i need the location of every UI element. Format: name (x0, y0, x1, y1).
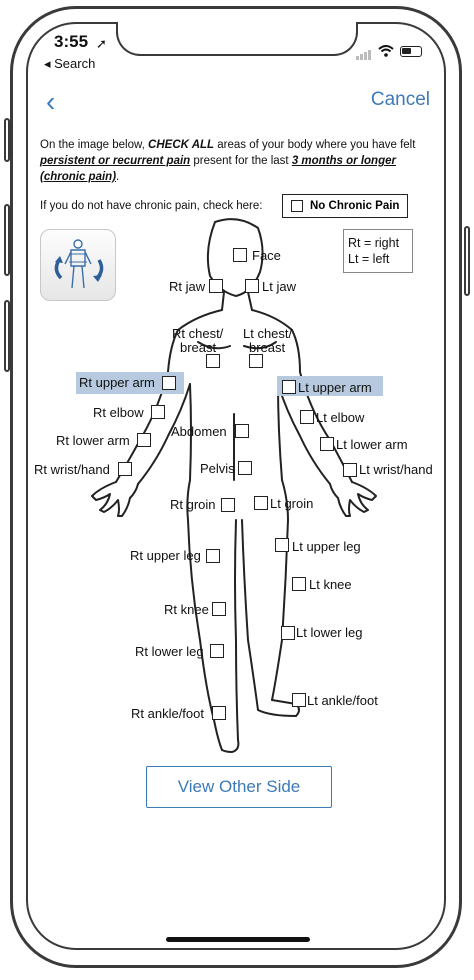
phone-power-button (464, 226, 470, 296)
no-chronic-pain-button[interactable]: No Chronic Pain (282, 194, 408, 218)
label-lt-upper-arm: Lt upper arm (298, 380, 372, 395)
checkbox-rt-jaw[interactable] (209, 279, 223, 293)
label-rt-wrist-hand: Rt wrist/hand (34, 462, 110, 477)
checkbox-lt-knee[interactable] (292, 577, 306, 591)
label-lt-groin: Lt groin (270, 496, 314, 511)
checkbox-abdomen[interactable] (235, 424, 249, 438)
label-rt-knee: Rt knee (164, 602, 209, 617)
rotate-figure-icon (54, 239, 104, 289)
phone-volume-up (4, 204, 10, 276)
checkbox-lt-chest-breast[interactable] (249, 354, 263, 368)
label-rt-chest-line1: Rt chest/ (172, 326, 224, 341)
label-lt-ankle-foot: Lt ankle/foot (307, 693, 378, 708)
label-lt-jaw: Lt jaw (262, 279, 296, 294)
status-icons (356, 42, 422, 60)
phone-volume-down (4, 300, 10, 372)
label-lt-chest-line1: Lt chest/ (243, 326, 293, 341)
home-indicator (166, 937, 310, 942)
phone-silent-switch (4, 118, 10, 162)
no-chronic-prompt: If you do not have chronic pain, check h… (40, 200, 263, 212)
label-rt-upper-leg: Rt upper leg (130, 548, 201, 563)
no-chronic-checkbox[interactable] (291, 200, 303, 212)
checkbox-lt-groin[interactable] (254, 496, 268, 510)
label-rt-ankle-foot: Rt ankle/foot (131, 706, 204, 721)
label-lt-lower-leg: Lt lower leg (296, 625, 363, 640)
checkbox-rt-groin[interactable] (221, 498, 235, 512)
label-rt-upper-arm: Rt upper arm (79, 375, 155, 390)
legend-rt: Rt = right (348, 236, 400, 250)
label-lt-lower-arm: Lt lower arm (336, 437, 408, 452)
legend-lt: Lt = left (348, 252, 390, 266)
label-rt-lower-leg: Rt lower leg (135, 644, 204, 659)
label-rt-jaw: Rt jaw (169, 279, 206, 294)
instructions-pain-phrase: persistent or recurrent pain (40, 155, 191, 167)
checkbox-rt-lower-arm[interactable] (137, 433, 151, 447)
battery-icon (400, 45, 422, 57)
checkbox-face[interactable] (233, 248, 247, 262)
legend-box: Rt = right Lt = left (343, 229, 413, 273)
checkbox-lt-lower-arm[interactable] (320, 437, 334, 451)
label-rt-lower-arm: Rt lower arm (56, 433, 130, 448)
checkbox-lt-jaw[interactable] (245, 279, 259, 293)
checkbox-rt-knee[interactable] (212, 602, 226, 616)
checkbox-lt-upper-leg[interactable] (275, 538, 289, 552)
view-other-side-button[interactable]: View Other Side (146, 766, 332, 808)
checkbox-rt-upper-leg[interactable] (206, 549, 220, 563)
no-chronic-label: No Chronic Pain (310, 200, 400, 212)
rotate-view-button[interactable] (40, 229, 116, 301)
label-face: Face (252, 248, 281, 263)
checkbox-lt-upper-arm[interactable] (282, 380, 296, 394)
label-rt-chest-line2: breast (180, 340, 217, 355)
back-chevron-icon[interactable]: ‹ (46, 86, 56, 117)
instructions-check-all: CHECK ALL (148, 139, 215, 151)
checkbox-rt-ankle-foot[interactable] (212, 706, 226, 720)
rt-upper-arm-highlight (76, 372, 184, 394)
label-lt-knee: Lt knee (309, 577, 352, 592)
instructions-duration: 3 months or longer (chronic pain) (40, 155, 396, 183)
wifi-icon (378, 45, 394, 57)
label-lt-upper-leg: Lt upper leg (292, 539, 361, 554)
checkbox-pelvis[interactable] (238, 461, 252, 475)
status-time: 3:55 (54, 32, 89, 51)
checkbox-lt-ankle-foot[interactable] (292, 693, 306, 707)
checkbox-lt-wrist-hand[interactable] (343, 463, 357, 477)
instructions-middle: areas of your body where you have felt (214, 139, 416, 151)
label-lt-elbow: Lt elbow (316, 410, 365, 425)
location-arrow-icon: ➚ (96, 36, 107, 51)
signal-icon (356, 42, 372, 60)
label-abdomen: Abdomen (171, 424, 227, 439)
instructions-suffix: . (116, 171, 120, 183)
cancel-button[interactable]: Cancel (370, 89, 430, 110)
label-rt-elbow: Rt elbow (93, 405, 144, 420)
back-to-app-link[interactable]: ◂ Search (44, 56, 96, 71)
checkbox-rt-chest-breast[interactable] (206, 354, 220, 368)
checkbox-lt-elbow[interactable] (300, 410, 314, 424)
instructions-text: On the image below, CHECK ALL areas of y… (40, 137, 420, 185)
instructions-prefix: On the image below, (40, 139, 149, 151)
no-chronic-row: If you do not have chronic pain, check h… (40, 194, 420, 220)
checkbox-lt-lower-leg[interactable] (281, 626, 295, 640)
label-pelvis: Pelvis (200, 461, 235, 476)
checkbox-rt-elbow[interactable] (151, 405, 165, 419)
checkbox-rt-lower-leg[interactable] (210, 644, 224, 658)
lt-upper-arm-highlight (277, 376, 383, 396)
checkbox-rt-upper-arm[interactable] (162, 376, 176, 390)
label-rt-groin: Rt groin (170, 497, 216, 512)
label-lt-chest-line2: breast (249, 340, 286, 355)
checkbox-rt-wrist-hand[interactable] (118, 462, 132, 476)
phone-notch (116, 22, 358, 56)
label-lt-wrist-hand: Lt wrist/hand (359, 462, 433, 477)
instructions-middle2: present for the last (190, 155, 292, 167)
